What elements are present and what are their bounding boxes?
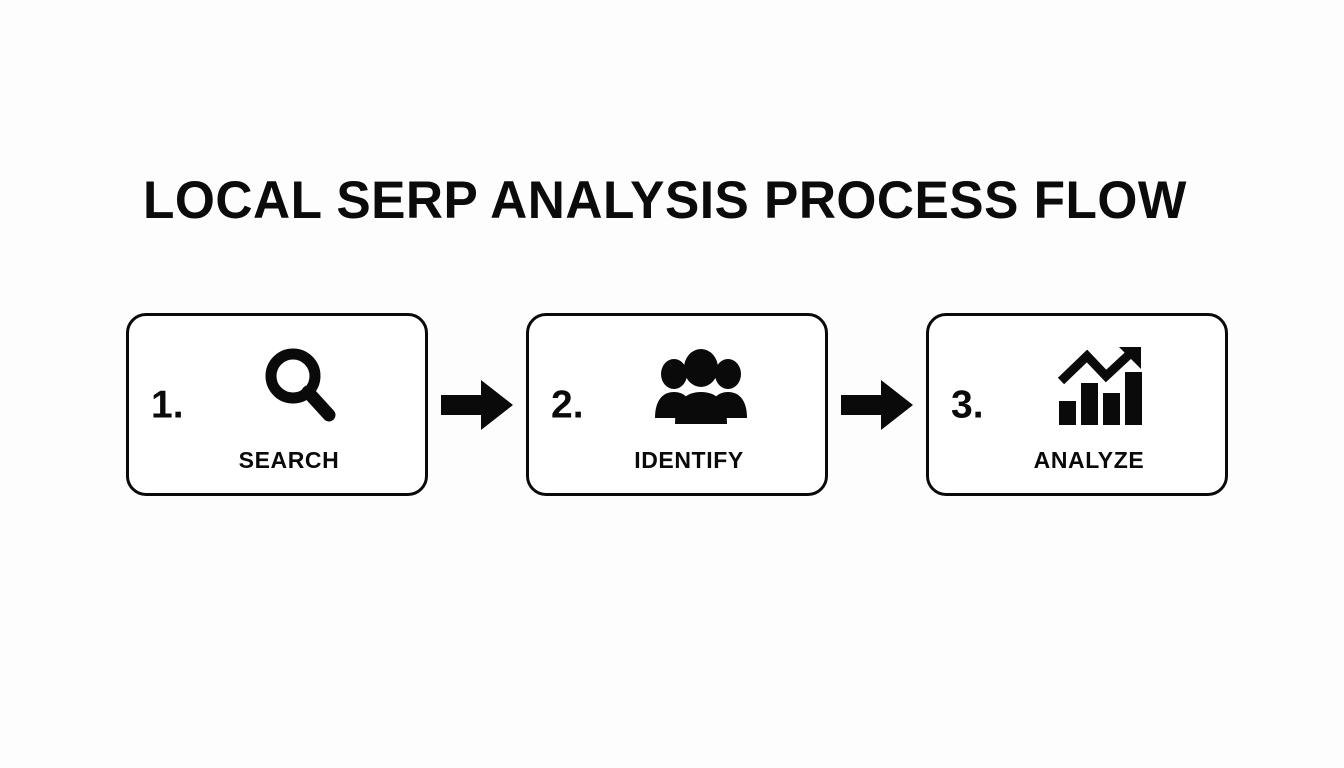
arrow-right-icon [428, 313, 526, 496]
arrow-right-icon [828, 313, 926, 496]
step-card-search[interactable]: 1. SEARCH [126, 313, 428, 496]
step-number: 1. [151, 383, 184, 426]
magnifier-icon [249, 343, 353, 429]
step-card-analyze[interactable]: 3. ANALYZE [926, 313, 1228, 496]
step-label: SEARCH [238, 447, 340, 473]
page-title: LOCAL SERP ANALYSIS PROCESS FLOW [143, 171, 1187, 230]
step-card-identify[interactable]: 2. IDENTIFY [526, 313, 828, 496]
step-label: ANALYZE [1033, 447, 1145, 473]
step-number: 3. [951, 383, 984, 426]
step-number: 2. [551, 383, 584, 426]
bar-chart-trend-up-icon [1049, 343, 1153, 429]
process-flow-row: 1. SEARCH 2. [126, 313, 1228, 496]
step-label: IDENTIFY [634, 447, 744, 473]
people-group-icon [649, 343, 753, 429]
